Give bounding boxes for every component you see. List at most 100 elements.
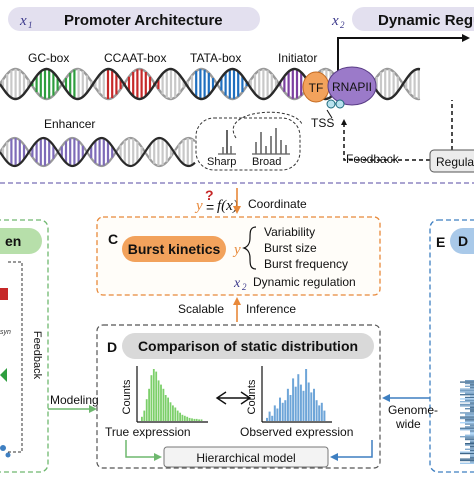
histogram-bar	[198, 419, 200, 421]
heatmap-cell	[470, 424, 474, 427]
histogram-bar	[169, 402, 172, 421]
histogram-bar	[143, 410, 146, 421]
dna-strand	[0, 136, 196, 168]
x1-subscript: 1	[28, 20, 33, 30]
right-panel: E D Genome- wide	[382, 219, 474, 473]
formula-f-of-x: f(x)	[217, 198, 238, 214]
heatmap-cell	[460, 394, 474, 396]
heatmap-cell	[465, 434, 474, 436]
heatmap-cell	[465, 438, 474, 441]
panel-d: D Comparison of static distribution Coun…	[96, 324, 381, 469]
histogram-bar	[276, 408, 279, 421]
observed-expression-label: Observed expression	[240, 425, 353, 439]
left-panel: en Feedback syn Modeling	[0, 219, 99, 473]
histogram-bar	[183, 415, 186, 421]
burst-kinetics-title: Burst kinetics	[128, 241, 221, 257]
heatmap-cell	[470, 395, 474, 397]
histogram-bar	[289, 395, 292, 421]
ccaat-box-label: CCAAT-box	[104, 51, 166, 65]
histogram-bar	[279, 397, 281, 421]
heatmap-cell	[470, 455, 474, 457]
heatmap-cell	[465, 437, 474, 439]
feedback-label: Feedback	[346, 152, 400, 166]
hierarchical-arrow-right	[330, 440, 373, 461]
initiator-label: Initiator	[278, 51, 317, 65]
true-expression-histogram	[141, 369, 203, 421]
histogram-bar	[294, 386, 297, 421]
heatmap-cell	[465, 392, 474, 394]
left-panel-border	[0, 219, 49, 473]
compare-double-arrow	[215, 391, 252, 405]
panel-c: C Burst kinetics y Variability Burst siz…	[96, 216, 381, 296]
genome-heatmap	[460, 380, 474, 464]
dynamic-regulation-label: Dynamic regulation	[253, 275, 356, 289]
histogram-bar	[162, 388, 165, 421]
hierarchical-model-box	[163, 446, 329, 468]
heatmap-cell	[470, 450, 474, 452]
heatmap-cell	[465, 399, 474, 401]
heatmap-cell	[465, 396, 474, 399]
top-header: x 1 Promoter Architecture x 2 Dynamic Re…	[8, 7, 474, 31]
heatmap-cell	[470, 384, 474, 386]
rnapii-shape	[327, 66, 377, 106]
histogram-bar	[150, 375, 153, 421]
heatmap-cell	[460, 416, 474, 418]
heatmap-cell	[470, 430, 474, 432]
histogram-bar	[148, 388, 150, 421]
promoter-architecture-title: Promoter Architecture	[64, 12, 223, 29]
histogram-bar	[167, 397, 169, 421]
histogram-bar	[313, 388, 315, 421]
tf-label: TF	[309, 81, 324, 95]
heatmap-cell	[470, 410, 474, 413]
item-burst-frequency: Burst frequency	[264, 257, 348, 271]
burst-kinetics-pill	[122, 236, 226, 262]
histogram-bar	[195, 418, 198, 421]
coordinate-label: Coordinate	[248, 197, 307, 211]
histogram-bar	[176, 410, 179, 421]
heatmap-cell	[460, 388, 474, 390]
cofactor-circle	[326, 99, 336, 109]
histogram-bar	[188, 417, 191, 421]
heatmap-cell	[470, 447, 474, 449]
heatmap-cell	[460, 458, 474, 460]
gc-box-label: GC-box	[28, 51, 69, 65]
blue-molecule	[5, 452, 11, 458]
heatmap-cell	[460, 451, 474, 453]
dynamic-regulation-title: Dynamic Regu	[378, 12, 474, 29]
heatmap-cell	[465, 448, 474, 450]
histogram-bar	[310, 392, 313, 421]
histogram-bar	[160, 384, 162, 421]
panel-d-letter: D	[107, 339, 117, 355]
heatmap-cell	[460, 436, 474, 438]
heatmap-cell	[465, 419, 474, 421]
heatmap-cell	[465, 415, 474, 417]
histogram-bar	[152, 369, 155, 421]
histogram-bar	[323, 410, 326, 421]
histogram-bar	[155, 371, 158, 421]
heatmap-cell	[460, 405, 474, 407]
heatmap-cell	[470, 402, 474, 404]
histogram-bar	[320, 402, 323, 421]
cofactor-circle	[335, 99, 345, 109]
heatmap-cell	[465, 426, 474, 428]
tss-shape-inset: Sharp Broad	[195, 111, 303, 171]
heatmap-cell	[460, 417, 474, 420]
right-panel-border	[429, 219, 474, 473]
panel-c-y-variable: y	[232, 242, 241, 258]
heatmap-cell	[460, 403, 474, 406]
histogram-bar	[268, 411, 271, 421]
panel-d-title-pill	[122, 333, 374, 359]
heatmap-cell	[470, 431, 474, 434]
panel-c-x2-subscript: 2	[242, 282, 247, 292]
heatmap-cell	[460, 459, 474, 462]
right-panel-title-pill	[450, 228, 474, 254]
tata-box-label: TATA-box	[190, 51, 241, 65]
histogram-bar	[186, 416, 189, 421]
histogram-bar	[145, 399, 148, 421]
feedback-loop-bracket	[8, 261, 23, 453]
heatmap-cell	[465, 413, 474, 415]
x2-variable: x	[331, 13, 339, 29]
histogram-bar	[302, 390, 305, 421]
heatmap-cell	[470, 441, 474, 443]
